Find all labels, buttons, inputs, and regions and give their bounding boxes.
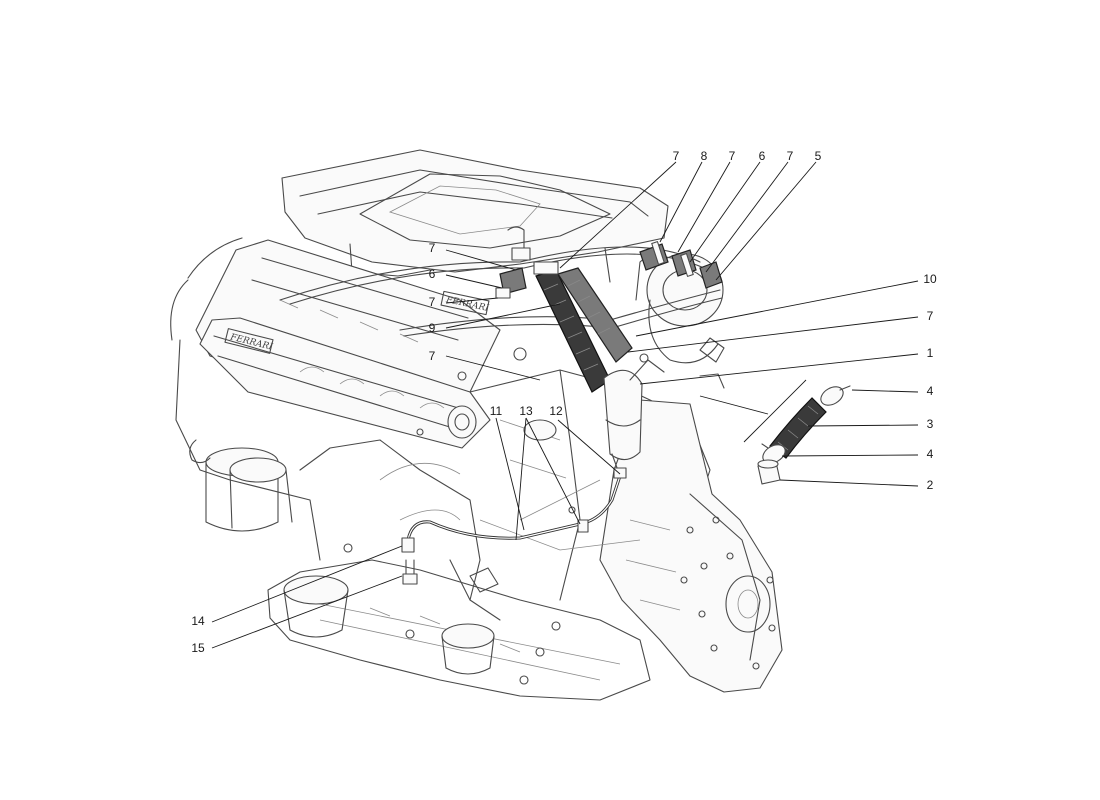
- oil-filter: [205, 447, 293, 532]
- gearbox-housing: [599, 399, 783, 693]
- callout-7: 7: [429, 295, 436, 309]
- callout-7: 7: [927, 309, 934, 323]
- exploded-hose-parts: [699, 379, 851, 485]
- callout-3: 3: [927, 417, 934, 431]
- callout-5: 5: [815, 149, 822, 163]
- leader-lines: [211, 161, 919, 649]
- callout-7: 7: [673, 149, 680, 163]
- callout-2: 2: [927, 478, 934, 492]
- blowby-hose-assembly: [279, 226, 851, 585]
- callout-15: 15: [191, 641, 205, 655]
- callout-11: 11: [490, 404, 503, 418]
- callout-7: 7: [729, 149, 736, 163]
- callout-6: 6: [429, 267, 436, 281]
- union-fitting: [401, 537, 415, 553]
- cylinder-bank-right: [199, 317, 491, 449]
- callout-10: 10: [923, 272, 937, 286]
- callout-9: 9: [429, 321, 436, 335]
- callout-13: 13: [519, 404, 533, 418]
- callout-7: 7: [787, 149, 794, 163]
- callout-7: 7: [429, 349, 436, 363]
- hose-clamp: [533, 261, 559, 275]
- callout-1: 1: [927, 346, 934, 360]
- oil-sump: [267, 559, 651, 701]
- callout-4: 4: [927, 384, 934, 398]
- air-box: [281, 149, 669, 273]
- engine-drawing: FERRARI FERRARI: [170, 149, 783, 701]
- callout-8: 8: [701, 149, 708, 163]
- callout-labels: 7 8 7 6 7 5 7 6 7 9 7 10 7 1 4 3 4 2 11 …: [191, 149, 937, 655]
- callout-6: 6: [759, 149, 766, 163]
- callout-12: 12: [549, 404, 563, 418]
- callout-14: 14: [191, 614, 205, 628]
- callout-7: 7: [429, 241, 436, 255]
- callout-4: 4: [927, 447, 934, 461]
